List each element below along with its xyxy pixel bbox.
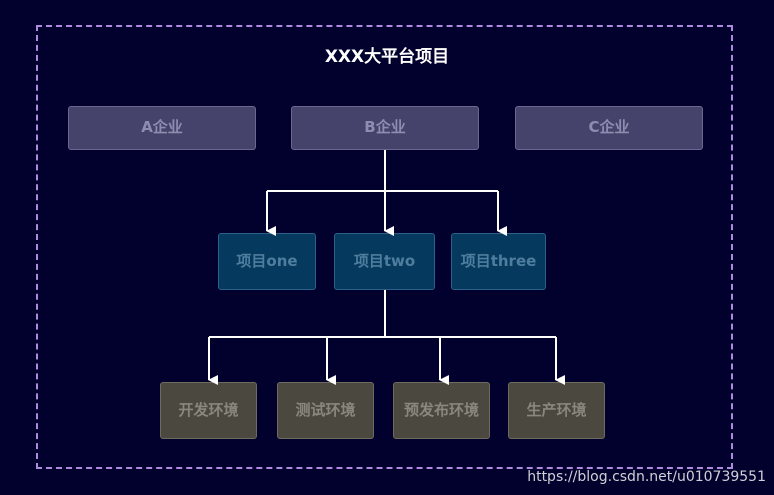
company-node-c: C企业 [515, 106, 703, 150]
platform-boundary [36, 25, 733, 469]
environment-node-staging: 预发布环境 [393, 382, 490, 439]
diagram-title: XXX大平台项目 [324, 47, 450, 67]
company-node-a: A企业 [68, 106, 256, 150]
project-node-three: 项目three [451, 233, 546, 290]
environment-node-dev: 开发环境 [160, 382, 257, 439]
environment-node-test: 测试环境 [277, 382, 374, 439]
project-node-one: 项目one [218, 233, 316, 290]
company-node-b: B企业 [291, 106, 479, 150]
source-watermark: https://blog.csdn.net/u010739551 [527, 469, 766, 485]
